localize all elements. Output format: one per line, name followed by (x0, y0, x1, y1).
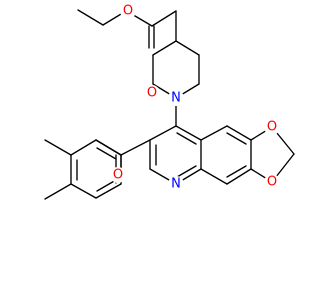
bond-ester-carbon-ring (151, 10, 177, 27)
dioxole-bottom-oxygen-label: O (267, 175, 277, 190)
bond-piperidine-c5-c4 (175, 40, 200, 56)
bond-benzo-c5-c6-outer (226, 125, 252, 141)
bond-layer (44, 9, 295, 200)
bond-aryl-c6-c1-outer (95, 139, 122, 156)
bond-aryl-c3-c4 (70, 183, 97, 199)
quinoline-nitrogen-label: N (171, 177, 181, 192)
bond-ethyl-ch3-ch2 (77, 9, 104, 26)
atom-label-layer: O O N O O O N (110, 3, 280, 192)
bond-quinoline-c4a-c4-inner (176, 132, 197, 145)
bond-benzo-c7-c8-inner (226, 165, 247, 178)
ester-carbonyl-oxygen-label: O (147, 86, 157, 101)
ketone-oxygen-background (110, 167, 126, 183)
quinoline-nitrogen-background (168, 176, 184, 192)
bond-aryl-methyl-bottom (44, 183, 72, 200)
piperidine-nitrogen-background (168, 90, 184, 106)
ester-ether-oxygen-label: O (123, 4, 133, 19)
bond-benzo-c5-c6-inner (226, 132, 247, 145)
bond-aryl-c1-c2 (70, 139, 97, 156)
ester-carbonyl-oxygen-background (144, 85, 160, 101)
bond-piperidine-c3-c2 (152, 40, 177, 56)
bond-aryl-c6-c1-inner (96, 147, 117, 160)
bond-aryl-methyl-top (44, 139, 72, 156)
dioxole-bottom-oxygen-background (264, 174, 280, 190)
bond-quinoline-c4a-c4-outer (175, 125, 202, 141)
ester-ether-oxygen-background (120, 3, 136, 19)
bond-quinoline-c3-ketone (120, 139, 151, 156)
dioxole-top-oxygen-background (264, 119, 280, 135)
dioxole-top-oxygen-label: O (267, 120, 277, 135)
bond-aryl-c4-c5-outer (95, 183, 122, 199)
molecule-structure-drawing: O O N O O O N (44, 3, 295, 200)
bond-aryl-c4-c5-inner (96, 179, 117, 192)
bond-benzo-c8-c8a (200, 168, 228, 185)
bond-quinoline-c4-c3 (149, 125, 177, 141)
piperidine-nitrogen-label: N (171, 91, 181, 106)
bond-benzo-c7-c8-outer (226, 168, 252, 185)
bond-quinoline-n-c8a-inner (176, 165, 197, 178)
ketone-oxygen-label: O (113, 168, 123, 183)
bond-benzo-c4a-c5 (200, 125, 228, 141)
